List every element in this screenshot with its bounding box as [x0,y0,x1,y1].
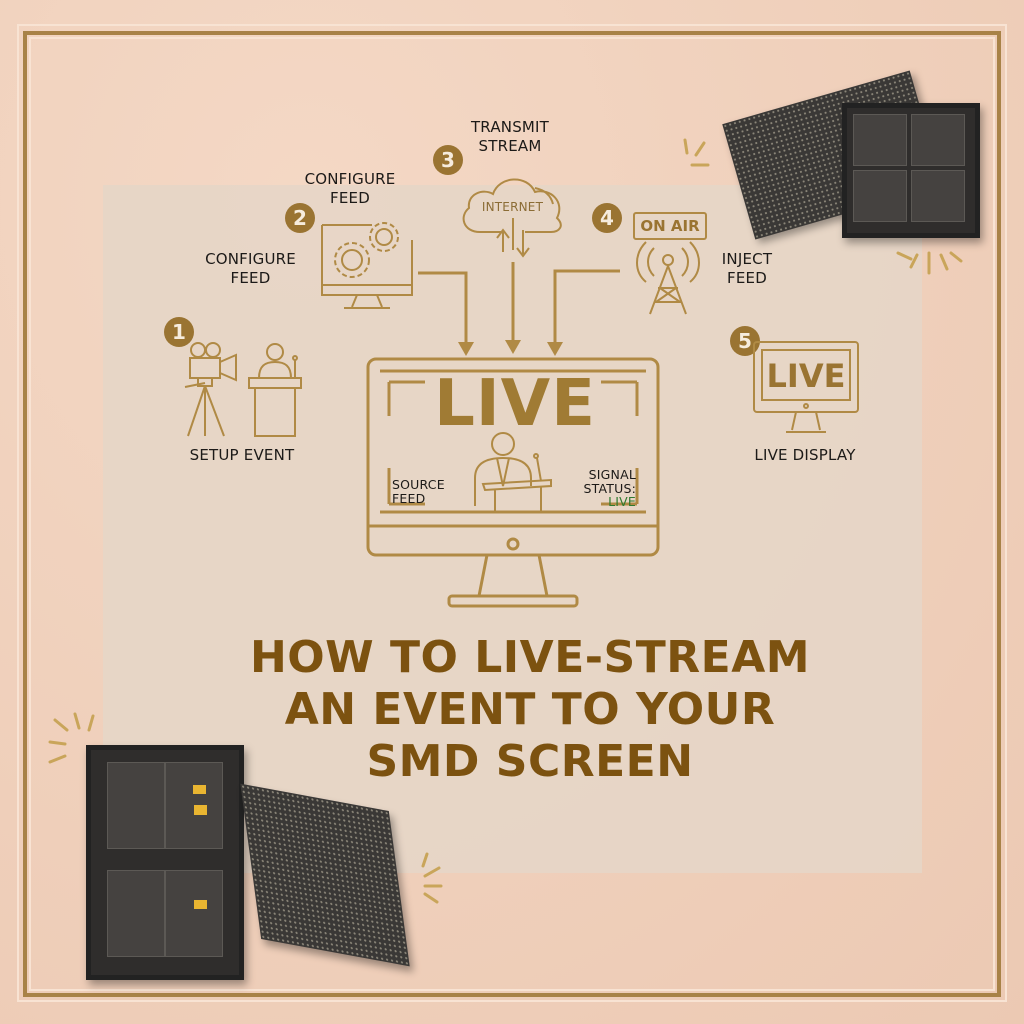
live-monitor-text: LIVE [766,357,846,395]
camera-tripod-icon [184,342,237,437]
step-badge-2: 2 [285,203,315,233]
live-monitor-icon [753,341,859,433]
step-badge-1: 1 [164,317,194,347]
sparkle-icon [48,712,95,764]
led-module-back-bottom [86,745,244,980]
title-line-1: HOW TO LIVE-STREAM [249,632,811,683]
step-label-live-display: LIVE DISPLAY [754,446,856,464]
frame-outer-line [17,24,1007,1002]
cloud-internet-text: INTERNET [481,200,544,214]
broadcast-tower-icon [636,241,700,315]
frame-gold-border [23,31,1001,997]
gears-monitor-icon [321,222,413,309]
step-badge-3: 3 [433,145,463,175]
connector-line-center [505,262,521,354]
main-monitor-live-headline: LIVE [434,367,596,441]
on-air-sign: ON AIR [633,212,707,240]
page-title: HOW TO LIVE-STREAM AN EVENT TO YOUR SMD … [180,632,880,788]
step-label-inject-feed: INJECT FEED [721,250,773,287]
title-line-2: AN EVENT TO YOUR [284,684,776,735]
speaker-podium-icon [248,343,302,437]
step-label-configure-feed-left: CONFIGURE FEED [205,250,296,287]
step-label-setup-event: SETUP EVENT [189,446,295,464]
source-feed-label: SOURCE FEED [392,477,445,506]
signal-status-label: SIGNAL STATUS: [583,467,636,496]
step-label-transmit-stream: TRANSMIT STREAM [470,118,550,155]
sparkle-icon [421,852,443,904]
frame-inner-line [29,37,995,991]
step-label-configure-feed-top: CONFIGURE FEED [304,170,396,207]
main-monitor-icon [366,357,660,608]
signal-status-value: LIVE [608,494,636,509]
sparkle-icon [896,251,963,275]
sparkle-icon [683,138,710,167]
connector-line-left [418,271,474,356]
led-module-back-top [842,103,980,238]
step-badge-5: 5 [730,326,760,356]
led-module-front-bottom [240,783,410,967]
step-badge-4: 4 [592,203,622,233]
cloud-internet-icon [462,178,562,258]
title-line-3: SMD SCREEN [366,736,694,787]
connector-line-right [547,269,620,356]
